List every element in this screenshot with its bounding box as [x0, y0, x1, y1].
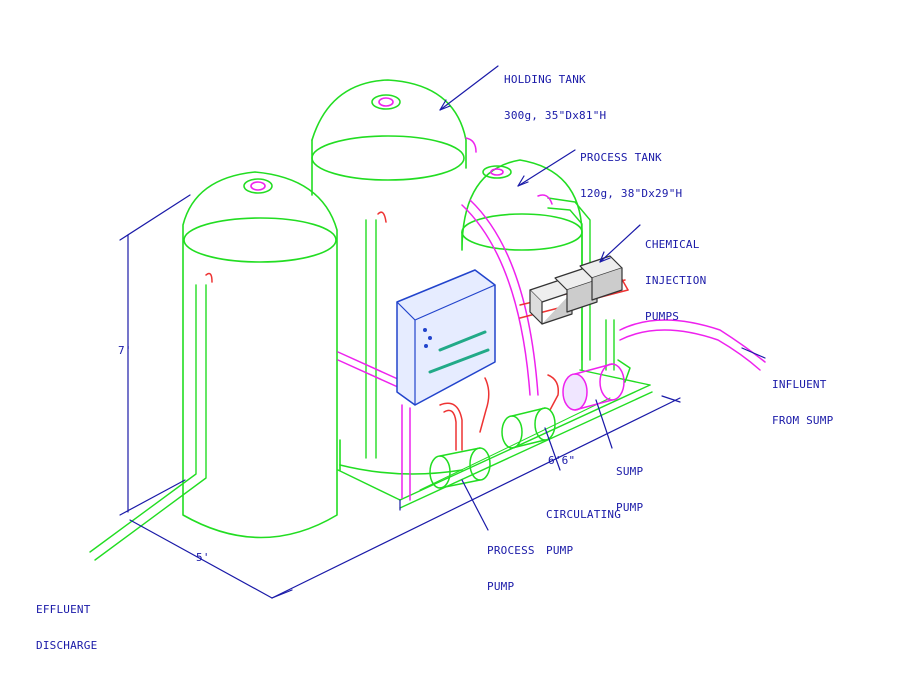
process-tank-spec: 120g, 38"Dx29"H	[580, 187, 683, 200]
control-panel	[396, 269, 496, 406]
chemical-injection-label: CHEMICAL INJECTION PUMPS	[645, 215, 706, 335]
magenta-piping	[205, 137, 766, 501]
chemical-injection-line1: CHEMICAL	[645, 238, 700, 251]
sump-pump-line2: PUMP	[616, 501, 644, 514]
holding-tank-spec: 300g, 35"Dx81"H	[504, 109, 607, 122]
circulating-pump-label: CIRCULATING PUMP	[546, 485, 621, 569]
sump-pump-label: SUMP PUMP	[616, 442, 643, 526]
holding-tank	[311, 79, 467, 475]
process-tank-label: PROCESS TANK 120g, 38"Dx29"H	[580, 128, 682, 212]
dimension-lines	[119, 65, 766, 599]
skid-base	[337, 369, 653, 509]
sump-pump-line1: SUMP	[616, 465, 644, 478]
process-pump	[429, 447, 491, 489]
chemical-injection-line3: PUMPS	[645, 310, 680, 323]
width-dimension: 5'	[196, 551, 210, 564]
green-piping	[89, 197, 615, 561]
height-dimension: 7'	[118, 344, 132, 357]
effluent-line2: DISCHARGE	[36, 639, 98, 652]
process-pump-label: PROCESS PUMP	[487, 521, 535, 605]
influent-line1: INFLUENT	[772, 378, 827, 391]
sump-pump	[562, 359, 631, 411]
chemical-injection-line2: INJECTION	[645, 274, 707, 287]
circulating-pump-line2: PUMP	[546, 544, 574, 557]
holding-tank-name: HOLDING TANK	[504, 73, 586, 86]
influent-line2: FROM SUMP	[772, 414, 834, 427]
effluent-label: EFFLUENT DISCHARGE	[36, 580, 97, 664]
circulating-pump	[501, 407, 556, 449]
process-pump-line1: PROCESS	[487, 544, 535, 557]
circulating-pump-line1: CIRCULATING	[546, 508, 622, 521]
process-tank-name: PROCESS TANK	[580, 151, 662, 164]
length-dimension: 6'6"	[548, 454, 576, 467]
effluent-line1: EFFLUENT	[36, 603, 91, 616]
process-pump-line2: PUMP	[487, 580, 515, 593]
front-tank	[182, 171, 338, 539]
holding-tank-label: HOLDING TANK 300g, 35"Dx81"H	[504, 50, 606, 134]
chemical-injection-pumps	[529, 255, 623, 325]
influent-label: INFLUENT FROM SUMP	[772, 355, 833, 439]
